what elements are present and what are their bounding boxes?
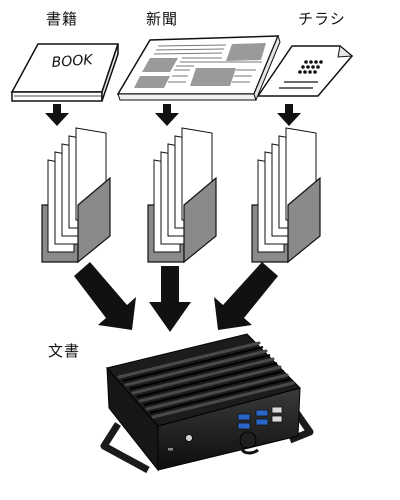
label-document: 文書 xyxy=(48,342,81,360)
flyer-icon xyxy=(256,45,354,97)
label-book: 書籍 xyxy=(46,10,79,28)
arrow-converge-right-icon xyxy=(214,262,278,330)
label-newspaper: 新聞 xyxy=(146,10,179,28)
book-icon: BOOK xyxy=(10,43,120,102)
arrow-converge-left-icon xyxy=(74,262,136,330)
paper-tray-icon-1 xyxy=(41,127,111,264)
arrow-converge-center-icon xyxy=(149,266,191,332)
mini-pc-icon xyxy=(100,333,314,474)
label-flyer: チラシ xyxy=(298,10,346,28)
newspaper-icon xyxy=(116,34,281,102)
book-cover-text: BOOK xyxy=(51,52,95,71)
arrow-down-icon-3 xyxy=(277,104,301,126)
arrow-down-icon-1 xyxy=(45,104,69,126)
arrow-down-icon-2 xyxy=(155,104,179,126)
paper-tray-icon-3 xyxy=(251,127,321,264)
paper-tray-icon-2 xyxy=(147,127,217,264)
